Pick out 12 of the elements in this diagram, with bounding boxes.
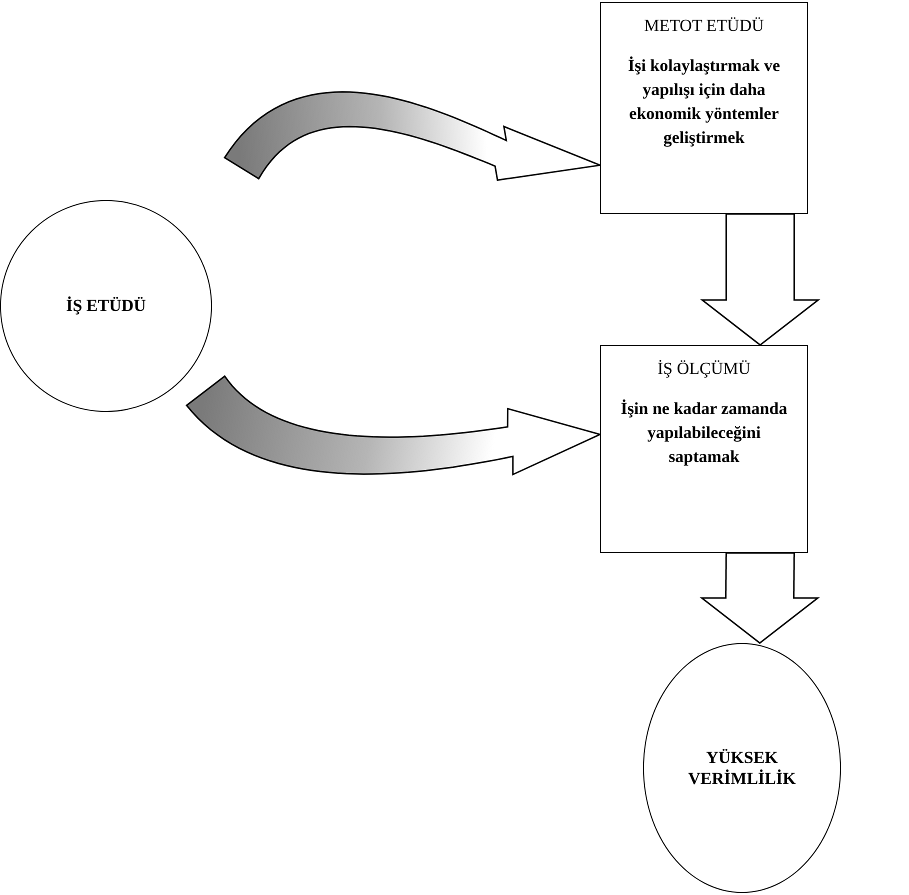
process-box xyxy=(600,345,808,553)
process-box xyxy=(600,2,808,214)
curved-block-arrow xyxy=(224,91,603,181)
node-title: İŞ ETÜDÜ xyxy=(66,295,146,317)
node-description: İşin ne kadar zamanda yapılabileceğini saptamak xyxy=(620,398,788,468)
node-description: İşi kolaylaştırmak ve yapılışı için daha ekonomik yöntemler geliştirmek xyxy=(626,55,782,149)
curved-block-arrow xyxy=(186,375,602,476)
node-title: İŞ ÖLÇÜMÜ xyxy=(657,358,751,380)
node-title: METOT ETÜDÜ xyxy=(644,15,764,36)
block-arrow xyxy=(700,552,820,644)
block-arrow xyxy=(700,213,820,346)
node-title: YÜKSEK VERİMLİLİK xyxy=(687,746,797,790)
